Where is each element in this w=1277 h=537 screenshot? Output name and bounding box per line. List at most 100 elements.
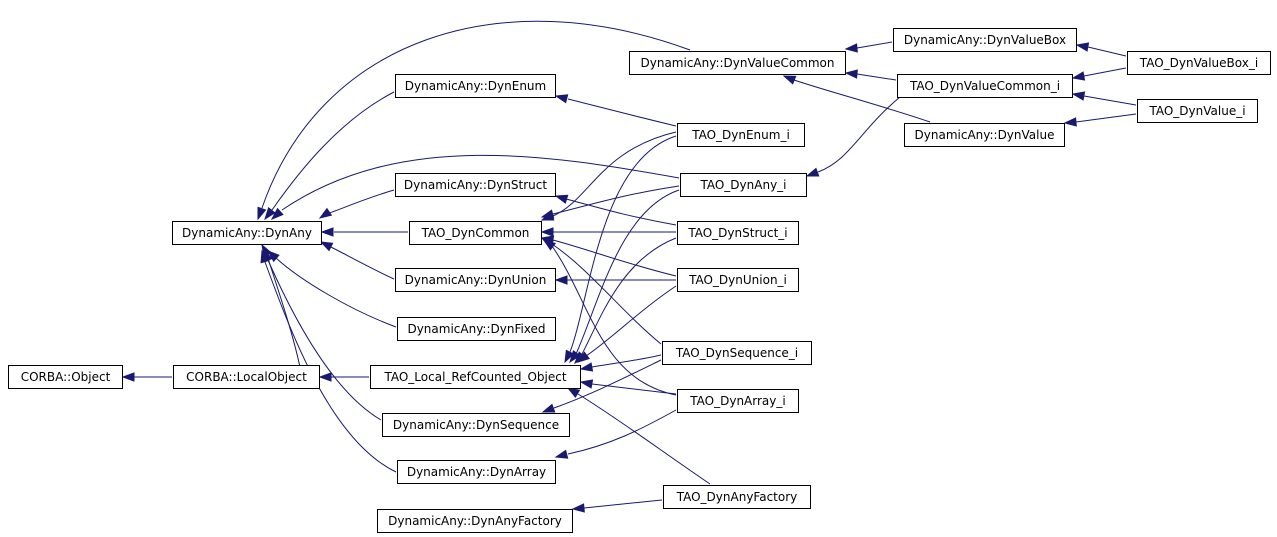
- class-node-box: [397, 317, 556, 341]
- class-node-box: [1127, 51, 1271, 75]
- edge-line: [267, 259, 382, 421]
- arrowhead-icon: [1071, 71, 1086, 81]
- class-node-tao-dynunion-i[interactable]: TAO_DynUnion_i: [677, 268, 799, 292]
- class-node-tao-dynenum-i[interactable]: TAO_DynEnum_i: [677, 123, 805, 147]
- class-node-label: TAO_DynEnum_i: [691, 128, 790, 142]
- class-node-label: DynamicAny::DynStruct: [404, 178, 547, 192]
- arrowhead-icon: [569, 349, 581, 364]
- class-node-label: TAO_DynUnion_i: [688, 273, 787, 287]
- edge-line: [856, 41, 893, 49]
- edge-line: [271, 91, 395, 211]
- class-node-label: DynamicAny::DynValueBox: [904, 33, 1066, 47]
- edge-tao_dynenum_i-to-tao_dyncommon: [540, 131, 677, 221]
- edge-dynvaluecommon-to-dynany: [257, 20, 691, 221]
- class-node-label: TAO_DynValueBox_i: [1139, 56, 1258, 70]
- class-node-tao-dynany-i[interactable]: TAO_DynAny_i: [680, 173, 807, 197]
- edge-line: [552, 239, 677, 277]
- class-node-label: DynamicAny::DynFixed: [407, 322, 545, 336]
- class-node-box: [663, 485, 811, 509]
- arrowhead-icon: [844, 43, 858, 53]
- class-node-dynarray[interactable]: DynamicAny::DynArray: [397, 460, 556, 484]
- class-node-dynsequence[interactable]: DynamicAny::DynSequence: [382, 413, 570, 437]
- class-node-tao-local-refcounted[interactable]: TAO_Local_RefCounted_Object: [370, 365, 581, 389]
- edge-tao_dynstruct_i-to-dynstruct: [554, 194, 677, 226]
- arrowhead-icon: [542, 239, 557, 251]
- arrowhead-icon: [260, 249, 270, 264]
- class-node-box: [172, 221, 322, 245]
- class-node-tao-dynanyfactory[interactable]: TAO_DynAnyFactory: [663, 485, 811, 509]
- edge-tao_dynvaluebox_i-to-dynvaluebox: [1075, 42, 1127, 57]
- class-node-tao-dynvaluecommon-i[interactable]: TAO_DynValueCommon_i: [897, 74, 1073, 98]
- class-node-box: [370, 365, 581, 389]
- class-node-label: DynamicAny::DynEnum: [405, 79, 546, 93]
- class-node-box: [8, 365, 123, 389]
- class-node-box: [395, 173, 556, 197]
- arrowhead-icon: [266, 250, 280, 263]
- edge-tao_dynsequence_i-to-tao_dyncommon: [540, 237, 662, 345]
- arrowhead-icon: [579, 379, 594, 389]
- edge-line: [577, 393, 711, 485]
- edge-line: [793, 79, 931, 123]
- class-node-box: [395, 74, 556, 98]
- class-node-label: TAO_Local_RefCounted_Object: [383, 370, 566, 384]
- class-node-corba-localobject[interactable]: CORBA::LocalObject: [173, 365, 320, 389]
- edge-line: [551, 245, 677, 396]
- class-node-dynenum[interactable]: DynamicAny::DynEnum: [395, 74, 556, 98]
- class-node-tao-dynsequence-i[interactable]: TAO_DynSequence_i: [662, 341, 812, 365]
- arrowhead-icon: [844, 69, 858, 79]
- edge-line: [567, 409, 677, 455]
- arrowhead-icon: [576, 351, 591, 363]
- class-node-tao-dyncommon[interactable]: TAO_DynCommon: [409, 221, 542, 245]
- class-node-box: [680, 173, 807, 197]
- edge-line: [275, 257, 397, 328]
- arrowhead-icon: [121, 372, 135, 382]
- edge-tao_dynvaluebox_i-to-tao_dynvaluecommon_i: [1071, 67, 1127, 81]
- edge-dynstruct-to-dynany: [318, 189, 395, 219]
- class-node-dynvalue[interactable]: DynamicAny::DynValue: [904, 123, 1065, 147]
- class-node-label: TAO_DynArray_i: [689, 394, 785, 408]
- edge-tao_dynenum_i-to-dynenum: [554, 94, 677, 127]
- class-node-dynvaluecommon[interactable]: DynamicAny::DynValueCommon: [629, 51, 846, 75]
- edge-line: [591, 354, 662, 368]
- class-node-tao-dynstruct-i[interactable]: TAO_DynStruct_i: [677, 221, 799, 245]
- edge-tao_dynvaluecommon_i-to-dynvaluecommon: [844, 69, 897, 81]
- edge-line: [567, 98, 677, 127]
- class-node-box: [395, 268, 556, 292]
- edge-dynarray-to-dynany: [260, 249, 397, 473]
- edge-line: [1075, 113, 1137, 123]
- class-node-label: TAO_DynCommon: [421, 226, 530, 240]
- class-node-label: DynamicAny::DynUnion: [405, 273, 547, 287]
- edge-tao_dynanyfactory-to-dynanyfactory: [571, 499, 663, 513]
- class-node-label: DynamicAny::DynValueCommon: [641, 56, 835, 70]
- class-node-tao-dynvalue-i[interactable]: TAO_DynValue_i: [1137, 99, 1258, 123]
- edge-line: [565, 198, 677, 226]
- class-node-label: DynamicAny::DynArray: [407, 465, 546, 479]
- edge-tao_dyncommon-to-dynany: [320, 227, 408, 237]
- edge-tao_dynarray_i-to-tao_dyncommon: [542, 239, 677, 396]
- class-node-dynfixed[interactable]: DynamicAny::DynFixed: [397, 317, 556, 341]
- edge-dynany-to-corba_localobject: [261, 243, 301, 368]
- class-node-dynany[interactable]: DynamicAny::DynAny: [172, 221, 322, 245]
- class-node-tao-dynvaluebox-i[interactable]: TAO_DynValueBox_i: [1127, 51, 1271, 75]
- class-node-label: TAO_DynAnyFactory: [676, 490, 798, 504]
- class-node-label: TAO_DynValue_i: [1148, 104, 1245, 118]
- class-node-dynstruct[interactable]: DynamicAny::DynStruct: [395, 173, 556, 197]
- arrowhead-icon: [264, 207, 276, 221]
- edge-tao_dynanyfactory-to-tao_local_refcounted: [566, 387, 711, 485]
- class-node-label: TAO_DynAny_i: [699, 178, 786, 192]
- edge-tao_dynenum_i-to-tao_local_refcounted: [564, 135, 677, 364]
- class-node-dynunion[interactable]: DynamicAny::DynUnion: [395, 268, 556, 292]
- arrowhead-icon: [564, 349, 575, 364]
- class-node-corba-object[interactable]: CORBA::Object: [8, 365, 123, 389]
- arrowhead-icon: [566, 387, 581, 398]
- class-node-box: [677, 221, 799, 245]
- class-node-tao-dynarray-i[interactable]: TAO_DynArray_i: [677, 389, 799, 413]
- class-node-dynanyfactory[interactable]: DynamicAny::DynAnyFactory: [377, 509, 573, 533]
- class-node-box: [1137, 99, 1258, 123]
- edge-line: [591, 383, 677, 395]
- arrowhead-icon: [540, 227, 554, 237]
- class-node-box: [677, 389, 799, 413]
- edge-tao_local_refcounted-to-corba_localobject: [318, 372, 369, 382]
- class-node-dynvaluebox[interactable]: DynamicAny::DynValueBox: [893, 28, 1077, 52]
